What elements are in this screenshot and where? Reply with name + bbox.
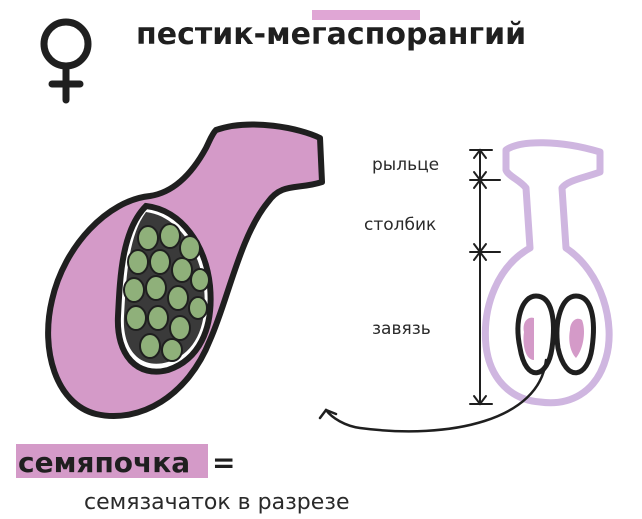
caption: семязачаток в разрезе: [84, 490, 350, 515]
term-label: семяпочка: [18, 446, 190, 479]
pistil-illustration: [481, 139, 613, 407]
title-highlight: [312, 10, 420, 20]
page-title: пестик-мегаспорангий: [136, 17, 526, 52]
equals-sign: =: [212, 446, 235, 479]
green-cells: [123, 223, 210, 362]
ovule-illustration: [45, 121, 325, 419]
label-style: столбик: [364, 215, 436, 235]
dimension-lines: [469, 148, 501, 406]
female-symbol-icon: [40, 18, 92, 104]
label-ovary: завязь: [372, 319, 431, 339]
label-stigma: рыльце: [372, 155, 439, 175]
term-highlight: [16, 444, 208, 478]
curved-arrow: [318, 358, 548, 433]
